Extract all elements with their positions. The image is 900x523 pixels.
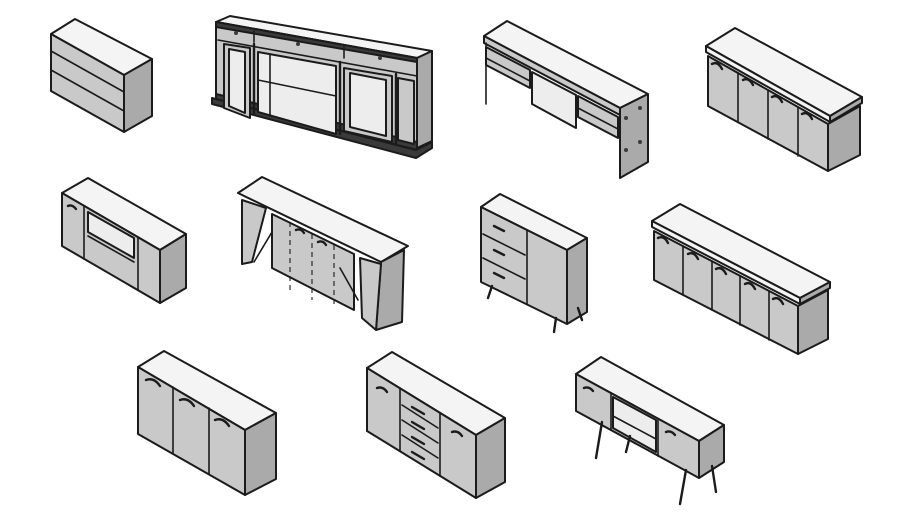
open-frame-sideboard	[483, 20, 649, 179]
curved-leg-sideboard	[237, 176, 409, 331]
three-door-cabinet	[137, 350, 277, 496]
chest-of-drawers	[50, 18, 153, 133]
tv-stand-on-tapered-legs	[575, 356, 725, 506]
sideboard-with-central-drawers	[366, 351, 506, 499]
five-door-sideboard	[651, 203, 831, 355]
four-door-sideboard	[705, 27, 863, 172]
classic-tv-console	[211, 15, 433, 159]
media-cabinet-with-niche	[61, 177, 187, 304]
three-drawer-cabinet-on-legs	[480, 193, 588, 334]
